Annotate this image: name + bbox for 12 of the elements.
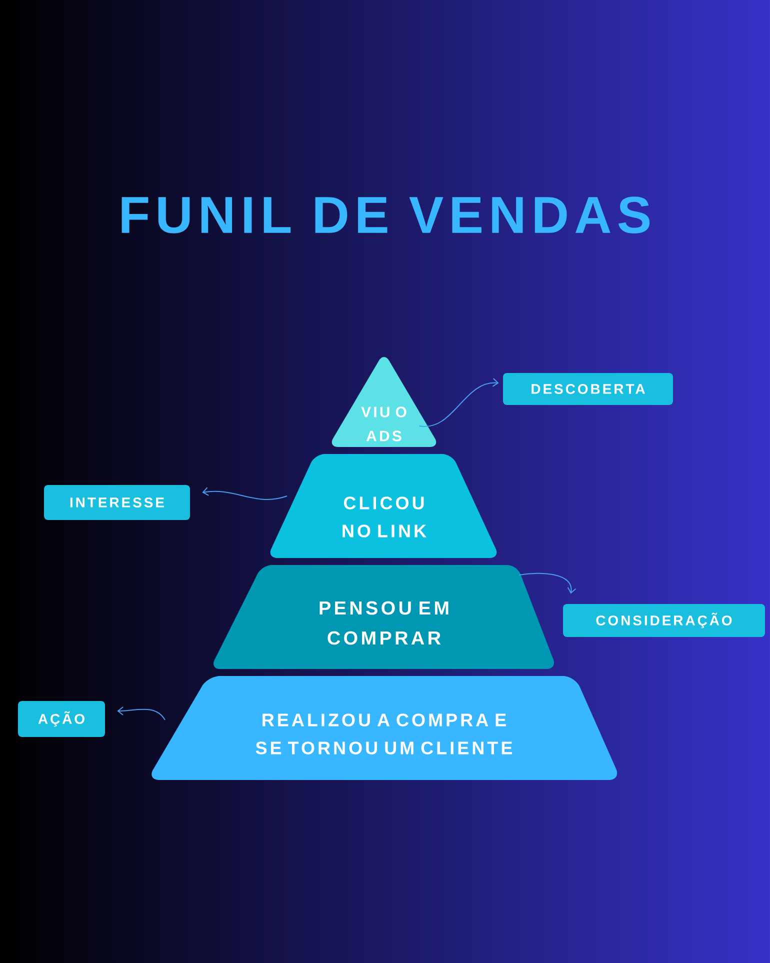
curved-arrow	[518, 572, 576, 594]
funnel-tier: PENSOU EM COMPRAR	[214, 565, 554, 669]
stage-label: CONSIDERAÇÃO	[563, 604, 765, 637]
title: FUNIL DE VENDAS	[122, 196, 650, 234]
curved-arrow	[202, 487, 288, 500]
curved-arrow	[418, 378, 499, 427]
stage-label: INTERESSE	[44, 485, 190, 520]
stage-label: DESCOBERTA	[503, 373, 673, 405]
funnel-tier: CLICOU NO LINK	[270, 454, 497, 558]
stage-label: AÇÃO	[18, 701, 105, 737]
curved-arrow	[117, 706, 166, 720]
funnel-tier: VIU O ADS	[332, 357, 436, 447]
